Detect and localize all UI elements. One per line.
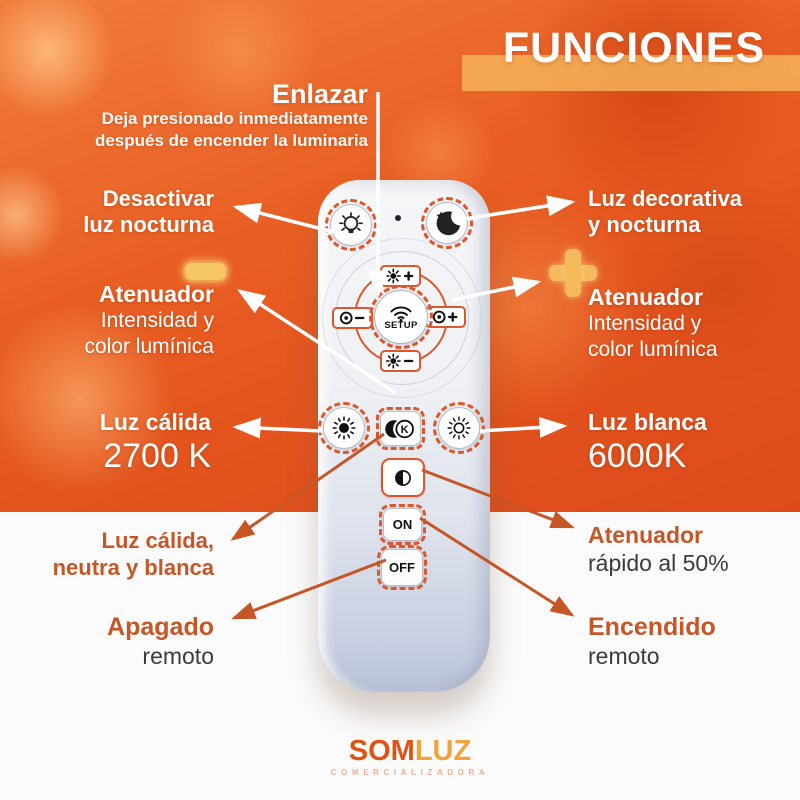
callout-encendido-sub: remoto xyxy=(588,643,660,669)
callout-atenuador-right: Atenuador Intensidad y color lumínica xyxy=(588,284,800,363)
callout-enlazar-desc2: después de encender la luminaria xyxy=(94,131,368,150)
half-dim-button[interactable] xyxy=(381,458,425,497)
warm-light-button[interactable] xyxy=(318,402,370,454)
callout-atenuador-right-title: Atenuador xyxy=(588,284,703,310)
callout-atenuador-right-line2: color lumínica xyxy=(588,338,718,361)
callout-atenuador-rapido: Atenuador rápido al 50% xyxy=(588,521,800,577)
callout-desactivar-line2: luz nocturna xyxy=(83,212,214,237)
callout-blanca-value: 6000K xyxy=(588,437,687,475)
callout-calida-value: 2700 K xyxy=(103,437,211,475)
night-light-off-button-face[interactable] xyxy=(330,204,372,246)
callout-calida-title: Luz cálida xyxy=(99,409,211,435)
brand-logo-luz: LUZ xyxy=(414,735,472,767)
callout-atenuador-left-title: Atenuador xyxy=(99,281,214,307)
brand-logo-tagline: COMERCIALIZADORA xyxy=(330,768,490,777)
callout-enlazar-desc1: Deja presionado inmediatamente xyxy=(101,109,368,128)
decorative-night-light-button-face[interactable] xyxy=(426,202,468,244)
on-label: ON xyxy=(392,517,413,532)
brightness-minus-icon xyxy=(385,353,414,369)
warm-sun-icon xyxy=(332,416,356,440)
callout-decorativa-line1: Luz decorativa xyxy=(588,186,743,211)
color-temp-down-button[interactable] xyxy=(332,307,373,329)
svg-text:K: K xyxy=(401,423,409,435)
callout-luz-blanca: Luz blanca 6000K xyxy=(588,409,800,476)
callout-enlazar: Enlazar Deja presionado inmediatamente d… xyxy=(60,80,368,152)
callout-luz-calida: Luz cálida 2700 K xyxy=(15,409,211,476)
callout-decorativa-line2: y nocturna xyxy=(588,212,701,237)
off-button-face[interactable]: OFF xyxy=(381,549,423,586)
plus-symbol-vbar xyxy=(565,249,581,297)
minus-symbol-icon xyxy=(183,261,228,282)
callout-blanca-title: Luz blanca xyxy=(588,409,707,435)
callout-encendido: Encendido remoto xyxy=(588,612,800,670)
brightness-up-button[interactable] xyxy=(380,265,421,287)
callout-encendido-title: Encendido xyxy=(588,613,716,641)
callout-apagado-sub: remoto xyxy=(142,643,214,669)
callout-luz-decorativa: Luz decorativa y nocturna xyxy=(588,186,800,238)
contrast-icon xyxy=(395,469,411,486)
callout-atenuador-left-line1: Intensidad y xyxy=(100,309,214,332)
color-temp-plus-icon xyxy=(432,310,458,324)
kelvin-cycle-icon: K xyxy=(385,418,414,439)
brand-logo-word: SOMLUZ xyxy=(300,736,520,766)
kelvin-cycle-button[interactable]: K xyxy=(376,407,425,450)
callout-atenuador-left-line2: color lumínica xyxy=(84,335,214,358)
off-button[interactable]: OFF xyxy=(377,545,427,590)
setup-button[interactable]: SETUP xyxy=(374,290,428,344)
setup-button-ring: SETUP xyxy=(369,285,433,349)
callout-apagado-title: Apagado xyxy=(107,613,214,641)
off-label: OFF xyxy=(389,560,415,575)
callout-atenuador-left: Atenuador Intensidad y color lumínica xyxy=(18,281,214,360)
callout-cnb-line2: neutra y blanca xyxy=(52,555,214,580)
callout-apagado: Apagado remoto xyxy=(28,612,214,670)
callout-luz-cnb: Luz cálida, neutra y blanca xyxy=(28,527,214,581)
callout-enlazar-title: Enlazar xyxy=(271,79,368,109)
callout-cnb-line1: Luz cálida, xyxy=(101,528,214,553)
callout-atenuador-right-line1: Intensidad y xyxy=(588,312,702,335)
remote-control: SETUP xyxy=(318,180,490,692)
on-button-face[interactable]: ON xyxy=(383,508,422,541)
brightness-plus-icon xyxy=(385,268,414,284)
color-temp-minus-icon xyxy=(339,311,365,325)
white-light-button[interactable] xyxy=(433,402,485,454)
title-band xyxy=(462,55,800,91)
page-title: FUNCIONES xyxy=(502,24,766,72)
brand-logo: SOMLUZ COMERCIALIZADORA xyxy=(300,736,520,777)
callout-desactivar: Desactivar luz nocturna xyxy=(18,186,214,238)
decorative-night-light-button[interactable] xyxy=(421,197,473,249)
callout-desactivar-line1: Desactivar xyxy=(102,186,214,211)
kelvin-cycle-button-face[interactable]: K xyxy=(380,411,421,446)
callout-rapido-title: Atenuador xyxy=(588,522,703,548)
brightness-down-button[interactable] xyxy=(380,350,421,372)
bulb-icon xyxy=(339,212,363,234)
warm-light-button-face[interactable] xyxy=(323,407,365,449)
night-light-off-button[interactable] xyxy=(325,199,377,251)
on-button[interactable]: ON xyxy=(379,504,426,545)
white-sun-icon xyxy=(447,416,471,440)
plus-symbol-icon xyxy=(549,249,597,297)
white-light-button-face[interactable] xyxy=(438,407,480,449)
led-indicator xyxy=(395,215,401,221)
setup-label: SETUP xyxy=(384,319,418,331)
callout-rapido-sub: rápido al 50% xyxy=(588,550,729,576)
moon-star-icon xyxy=(436,211,461,236)
brand-logo-som: SOM xyxy=(348,735,415,767)
